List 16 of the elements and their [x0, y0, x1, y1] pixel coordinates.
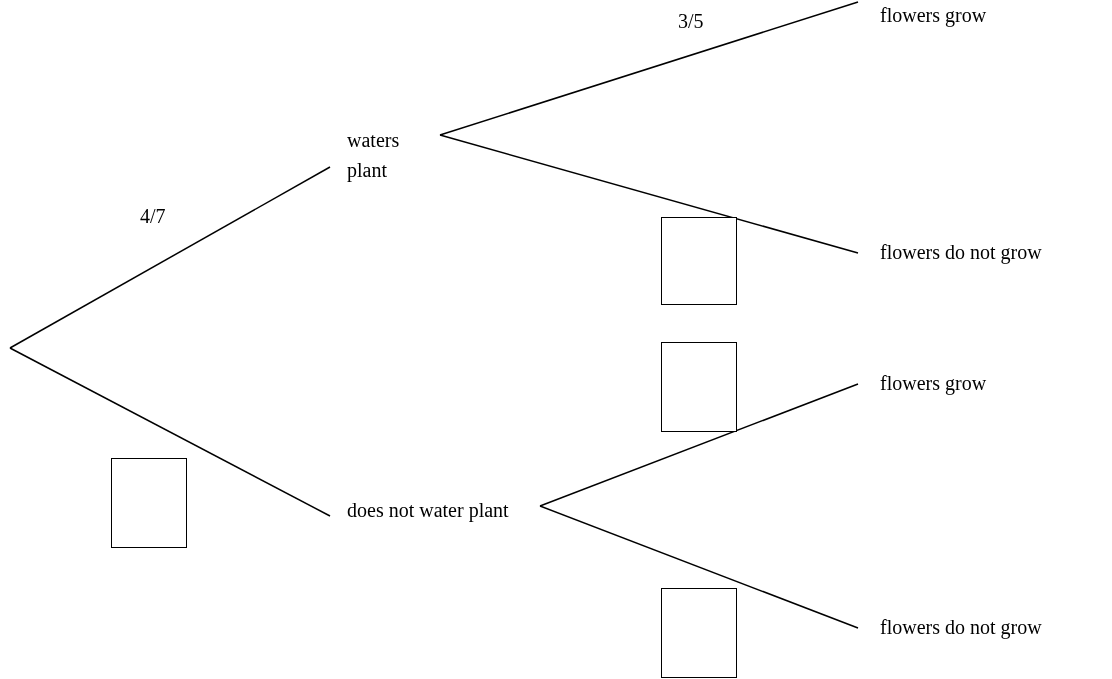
- answer-box: [661, 217, 737, 305]
- outcome-label: does not water plant: [346, 498, 510, 524]
- branch-line: [439, 134, 859, 254]
- branch-line: [539, 383, 859, 507]
- outcome-label: flowers do not grow: [879, 240, 1043, 266]
- branch-line: [539, 505, 859, 629]
- outcome-label: waters plant: [346, 128, 401, 184]
- answer-box: [661, 588, 737, 678]
- outcome-label: flowers grow: [879, 3, 988, 29]
- outcome-label: flowers do not grow: [879, 615, 1043, 641]
- branch-line: [439, 1, 859, 136]
- branch-line: [9, 166, 331, 349]
- answer-box: [111, 458, 187, 548]
- outcome-label: flowers grow: [879, 371, 988, 397]
- answer-box: [661, 342, 737, 432]
- branch-line: [9, 347, 331, 517]
